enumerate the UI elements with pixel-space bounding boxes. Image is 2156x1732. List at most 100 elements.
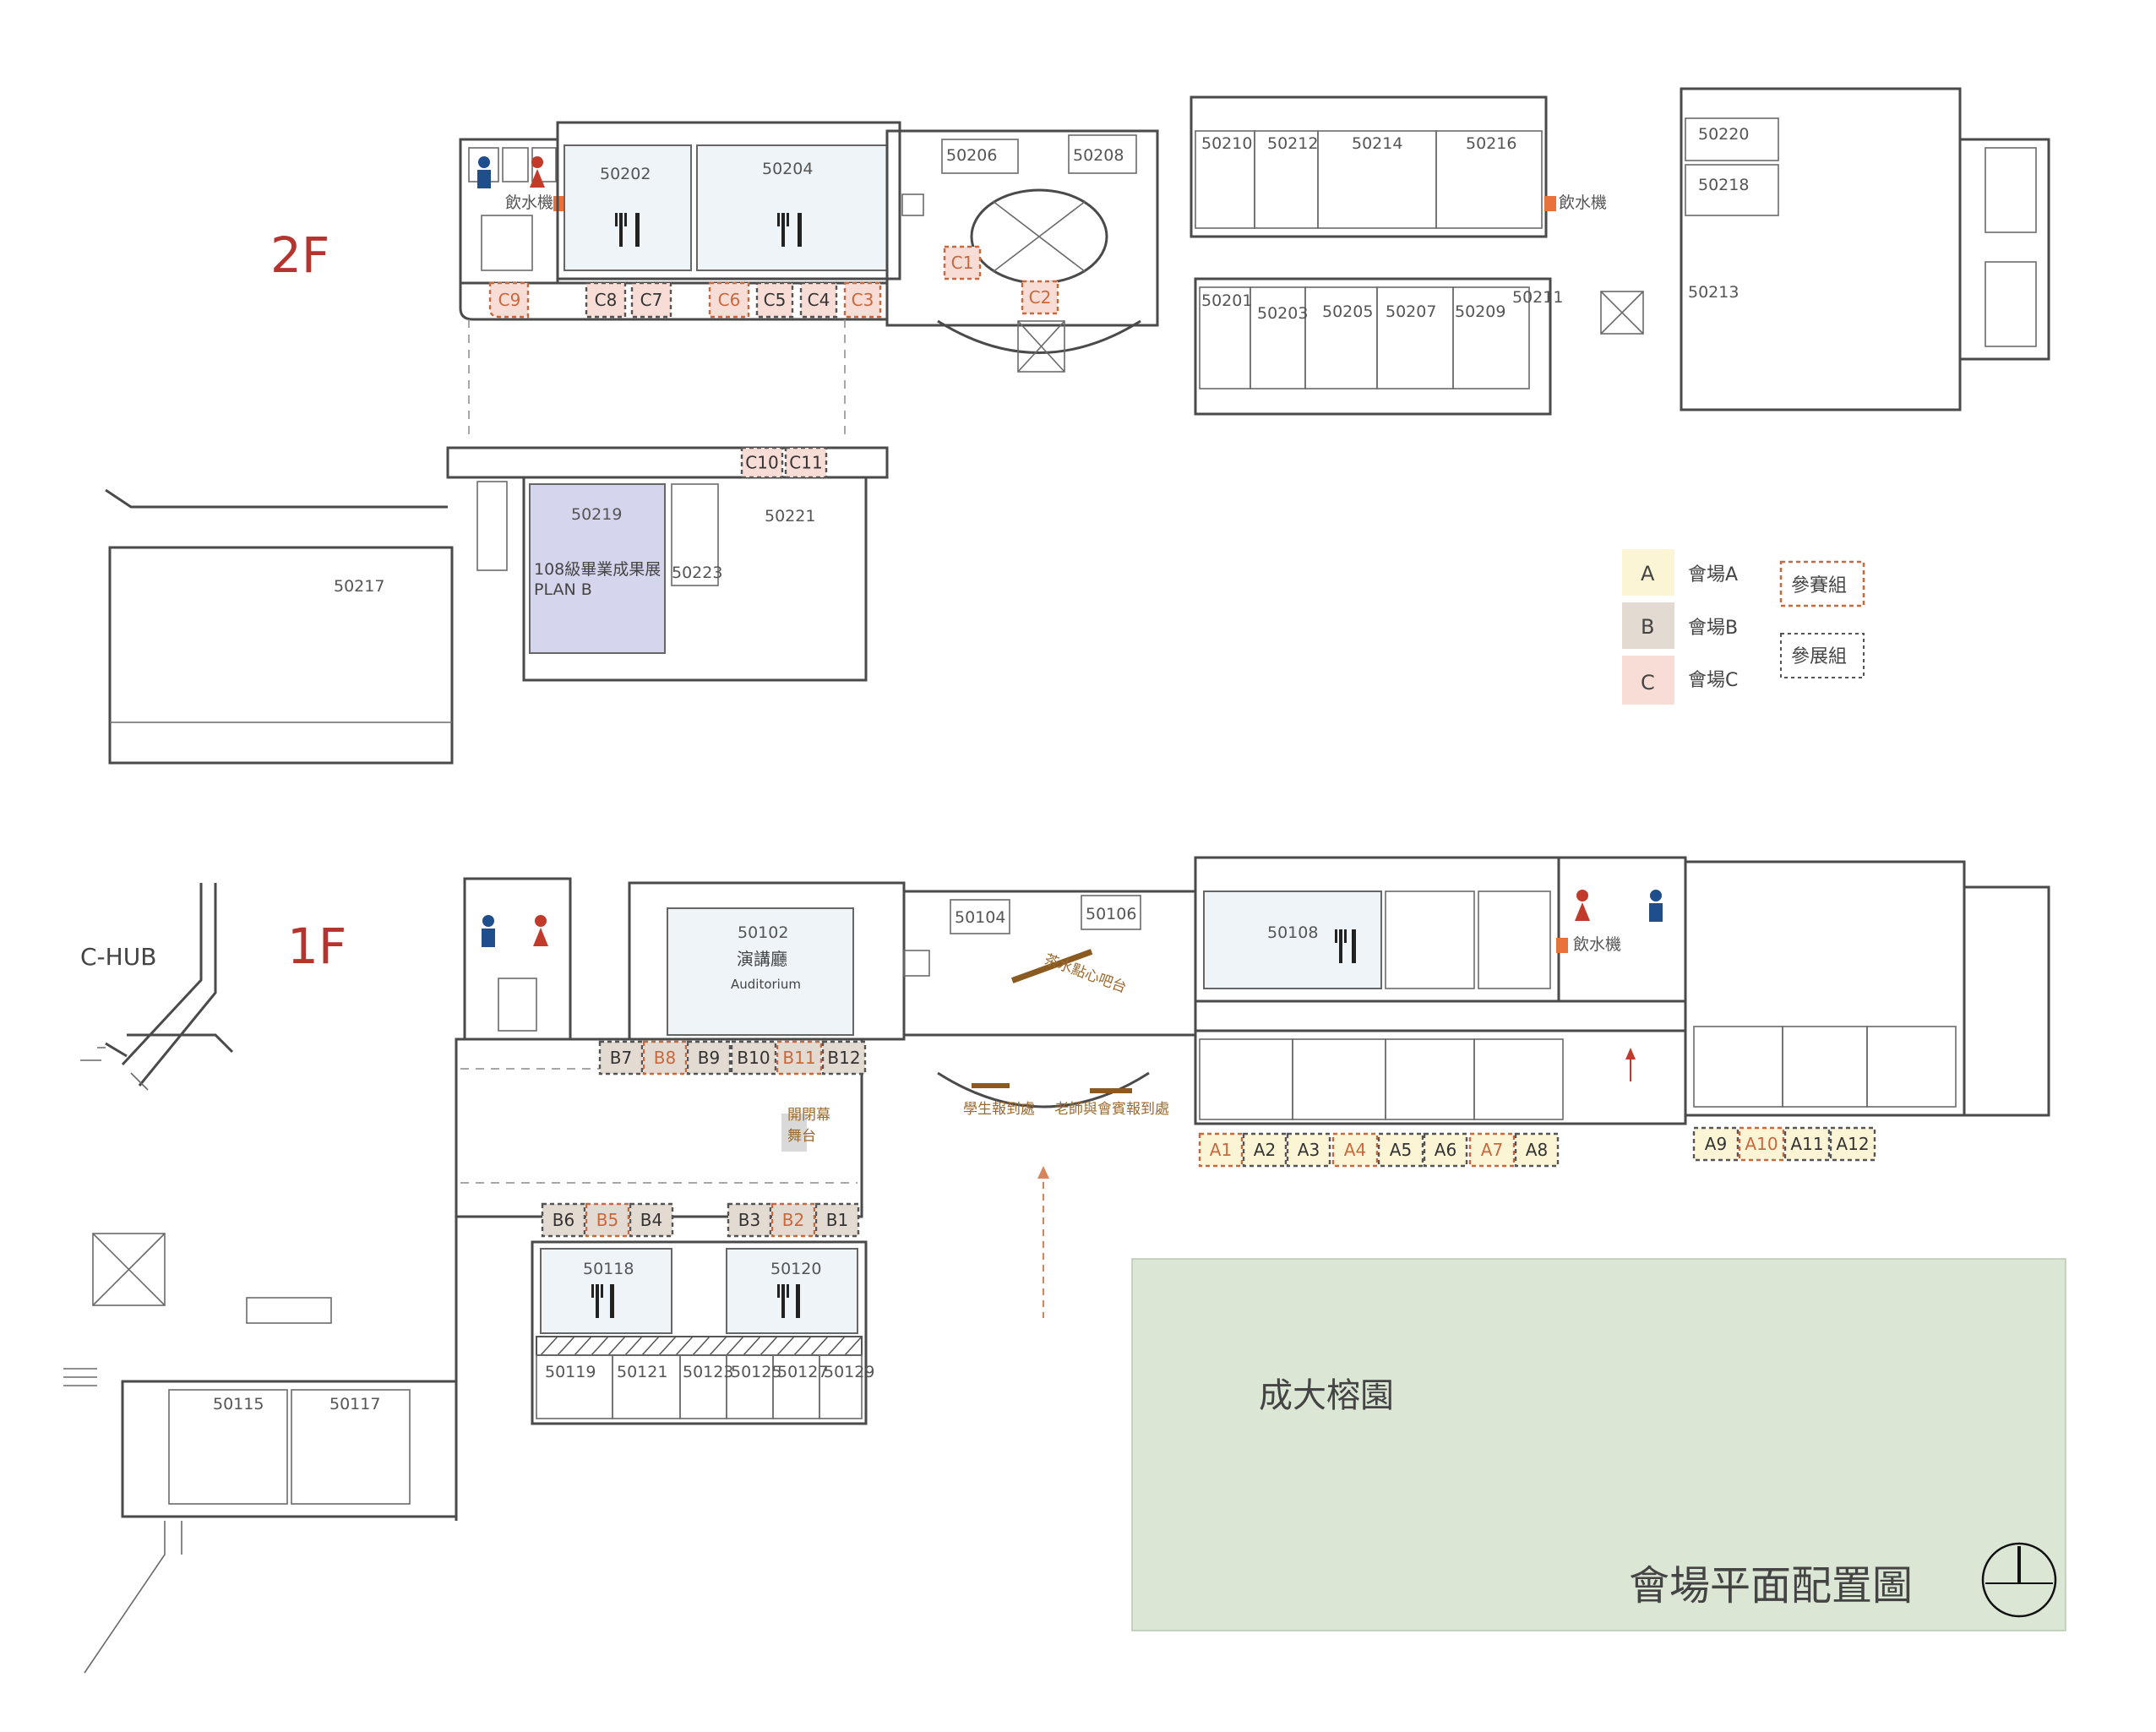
stall-A12[interactable]: A12	[1829, 1126, 1876, 1162]
stall-B8[interactable]: B8	[642, 1040, 688, 1076]
stall-C5[interactable]: C5	[755, 281, 794, 319]
stall-A5[interactable]: A5	[1377, 1132, 1424, 1168]
stall-C1[interactable]: C1	[943, 245, 982, 280]
dining-icon	[777, 213, 802, 247]
stall-C4[interactable]: C4	[799, 281, 838, 319]
stall-B1-label: B1	[826, 1210, 848, 1230]
stall-A4[interactable]: A4	[1331, 1132, 1379, 1168]
stall-C8[interactable]: C8	[585, 281, 627, 319]
room-50102	[667, 907, 854, 1036]
legend-competition-box	[1779, 560, 1865, 607]
stall-C7[interactable]: C7	[630, 281, 672, 319]
stall-B11-label: B11	[782, 1048, 815, 1068]
room-label-50219: 50219	[571, 505, 622, 524]
female-restroom-icon	[530, 156, 545, 188]
room-label-50221: 50221	[765, 507, 815, 526]
room-50217-block	[108, 546, 454, 765]
east-wing-south-1f	[1194, 1029, 1687, 1125]
south-block-1f	[531, 1240, 868, 1425]
tea-bar-counter	[1010, 949, 1093, 983]
stall-B12[interactable]: B12	[821, 1040, 867, 1076]
floor-1f: 1F C-HUB 50115 50117 50102 演講廳 Audi	[63, 856, 2066, 1674]
water-dispenser-icon	[1556, 938, 1568, 953]
east-wing-north-2f	[1190, 95, 1548, 238]
legend-exhibition-label: 參展組	[1791, 646, 1847, 667]
room-50219	[529, 483, 666, 654]
legend: A 會場A B 會場B C 會場C 參賽組 參展組	[1622, 549, 1865, 705]
stall-A10-label: A10	[1745, 1134, 1778, 1154]
room-label-50202: 50202	[600, 165, 651, 183]
stall-C2[interactable]: C2	[1021, 280, 1059, 315]
stall-C3[interactable]: C3	[843, 281, 882, 319]
room-label-50129: 50129	[824, 1363, 874, 1381]
student-reg-label: 學生報到處	[963, 1101, 1035, 1118]
room-label-50223: 50223	[672, 564, 722, 582]
stall-A7[interactable]: A7	[1468, 1132, 1516, 1168]
restroom-block-east-1f	[1557, 856, 1687, 1003]
stall-C9[interactable]: C9	[488, 281, 530, 319]
male-restroom-icon	[482, 915, 495, 947]
stall-A1[interactable]: A1	[1198, 1132, 1244, 1168]
north-arrow-icon	[1981, 1542, 2057, 1618]
stall-A10[interactable]: A10	[1738, 1126, 1785, 1162]
stall-C9-label: C9	[498, 290, 521, 310]
stall-A8[interactable]: A8	[1514, 1132, 1560, 1168]
stall-C11[interactable]: C11	[784, 446, 828, 479]
legend-letter-a: A	[1641, 562, 1655, 586]
room-block-50115	[121, 1380, 458, 1518]
stall-A3-box	[1286, 1132, 1331, 1168]
teacher-reg-label: 老師與會賓報到處	[1054, 1101, 1169, 1118]
room-50204	[696, 144, 888, 271]
tea-bar-label: 茶水點心吧台	[1042, 951, 1129, 997]
stall-B11[interactable]: B11	[776, 1040, 823, 1076]
legend-label-c: 會場C	[1688, 670, 1738, 691]
room-label-50208: 50208	[1073, 146, 1124, 165]
stall-B5-label: B5	[596, 1210, 618, 1230]
room-label-50115: 50115	[213, 1395, 264, 1413]
room-label-50206: 50206	[946, 146, 997, 165]
stall-C10[interactable]: C10	[740, 446, 784, 479]
room-label-50204: 50204	[762, 160, 813, 178]
stall-B6-box	[541, 1202, 586, 1238]
room-label-50220: 50220	[1698, 125, 1749, 144]
stall-A6-label: A6	[1435, 1140, 1456, 1160]
stall-B4[interactable]: B4	[629, 1202, 674, 1238]
stall-A1-label: A1	[1210, 1140, 1232, 1160]
stall-A3[interactable]: A3	[1286, 1132, 1331, 1168]
far-east-block-1f	[1684, 860, 1966, 1117]
legend-competition-label: 參賽組	[1791, 575, 1847, 596]
stall-B6[interactable]: B6	[541, 1202, 586, 1238]
stall-B4-box	[629, 1202, 674, 1238]
stall-B5[interactable]: B5	[585, 1202, 630, 1238]
stage-area	[781, 1114, 807, 1152]
room-label-50216: 50216	[1466, 134, 1516, 153]
east-wing-south-2f	[1194, 277, 1552, 416]
stall-B7[interactable]: B7	[598, 1040, 644, 1076]
room-label-50203: 50203	[1257, 304, 1308, 323]
stall-A8-label: A8	[1526, 1140, 1548, 1160]
stall-B3-box	[727, 1202, 772, 1238]
stall-A9-box	[1692, 1126, 1740, 1162]
room-label-50120: 50120	[770, 1260, 821, 1278]
stall-A9[interactable]: A9	[1692, 1126, 1740, 1162]
stall-B10[interactable]: B10	[730, 1040, 777, 1076]
stall-A5-box	[1377, 1132, 1424, 1168]
stall-B1[interactable]: B1	[814, 1202, 860, 1238]
female-restroom-icon	[533, 915, 548, 946]
stall-A12-label: A12	[1836, 1134, 1869, 1154]
stall-C6[interactable]: C6	[708, 281, 750, 319]
floor-label-1f: 1F	[287, 918, 346, 975]
stall-A6[interactable]: A6	[1423, 1132, 1468, 1168]
map-title: 會場平面配置圖	[1629, 1562, 1913, 1609]
stall-B3[interactable]: B3	[727, 1202, 772, 1238]
stall-B9[interactable]: B9	[686, 1040, 732, 1076]
stall-C7-label: C7	[640, 290, 663, 310]
stall-B2[interactable]: B2	[770, 1202, 816, 1238]
stall-A2[interactable]: A2	[1242, 1132, 1288, 1168]
room-label-50117: 50117	[329, 1395, 380, 1413]
dining-icon	[777, 1284, 800, 1318]
room-label-50217: 50217	[334, 577, 384, 596]
stall-A11[interactable]: A11	[1783, 1126, 1831, 1162]
auditorium-label-en: Auditorium	[731, 977, 801, 992]
room-label-50125: 50125	[731, 1363, 781, 1381]
